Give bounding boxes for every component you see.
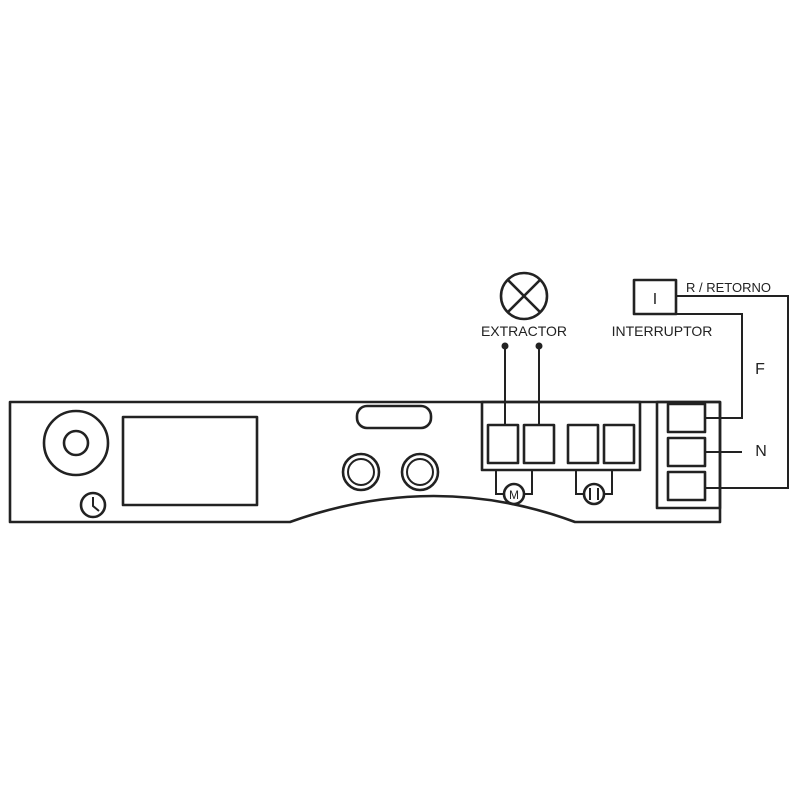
control-button-right (400, 452, 440, 492)
switch-symbol: I (653, 291, 657, 308)
phase-wire (676, 313, 743, 419)
display-screen (121, 415, 259, 507)
output-terminal-block (480, 400, 642, 472)
motor-label: M (509, 488, 519, 502)
switch-label: INTERRUPTOR (612, 323, 713, 339)
return-label: R / RETORNO (686, 280, 771, 295)
terminal-return (666, 470, 707, 502)
terminal-heater-2 (602, 423, 636, 465)
terminal-extractor-1 (486, 423, 520, 465)
phase-label: F (755, 361, 765, 378)
lamp-symbol-icon (499, 271, 549, 321)
return-wire (676, 295, 789, 489)
control-button-left (341, 452, 381, 492)
terminal-heater-1 (566, 423, 600, 465)
motor-icon: M (502, 482, 526, 506)
selector-knob (42, 409, 110, 477)
heater-icon (582, 482, 606, 506)
control-board-outline (8, 400, 722, 524)
extractor-wire-1-dot (501, 342, 509, 350)
terminal-phase (666, 402, 707, 434)
terminal-extractor-2 (522, 423, 556, 465)
extractor-wire-2-dot (535, 342, 543, 350)
extractor-label: EXTRACTOR (481, 323, 567, 339)
power-terminal-block (655, 400, 722, 510)
indicator-light (355, 404, 433, 430)
terminal-neutral (666, 436, 707, 468)
neutral-label: N (755, 443, 767, 460)
clock-icon (79, 491, 107, 519)
